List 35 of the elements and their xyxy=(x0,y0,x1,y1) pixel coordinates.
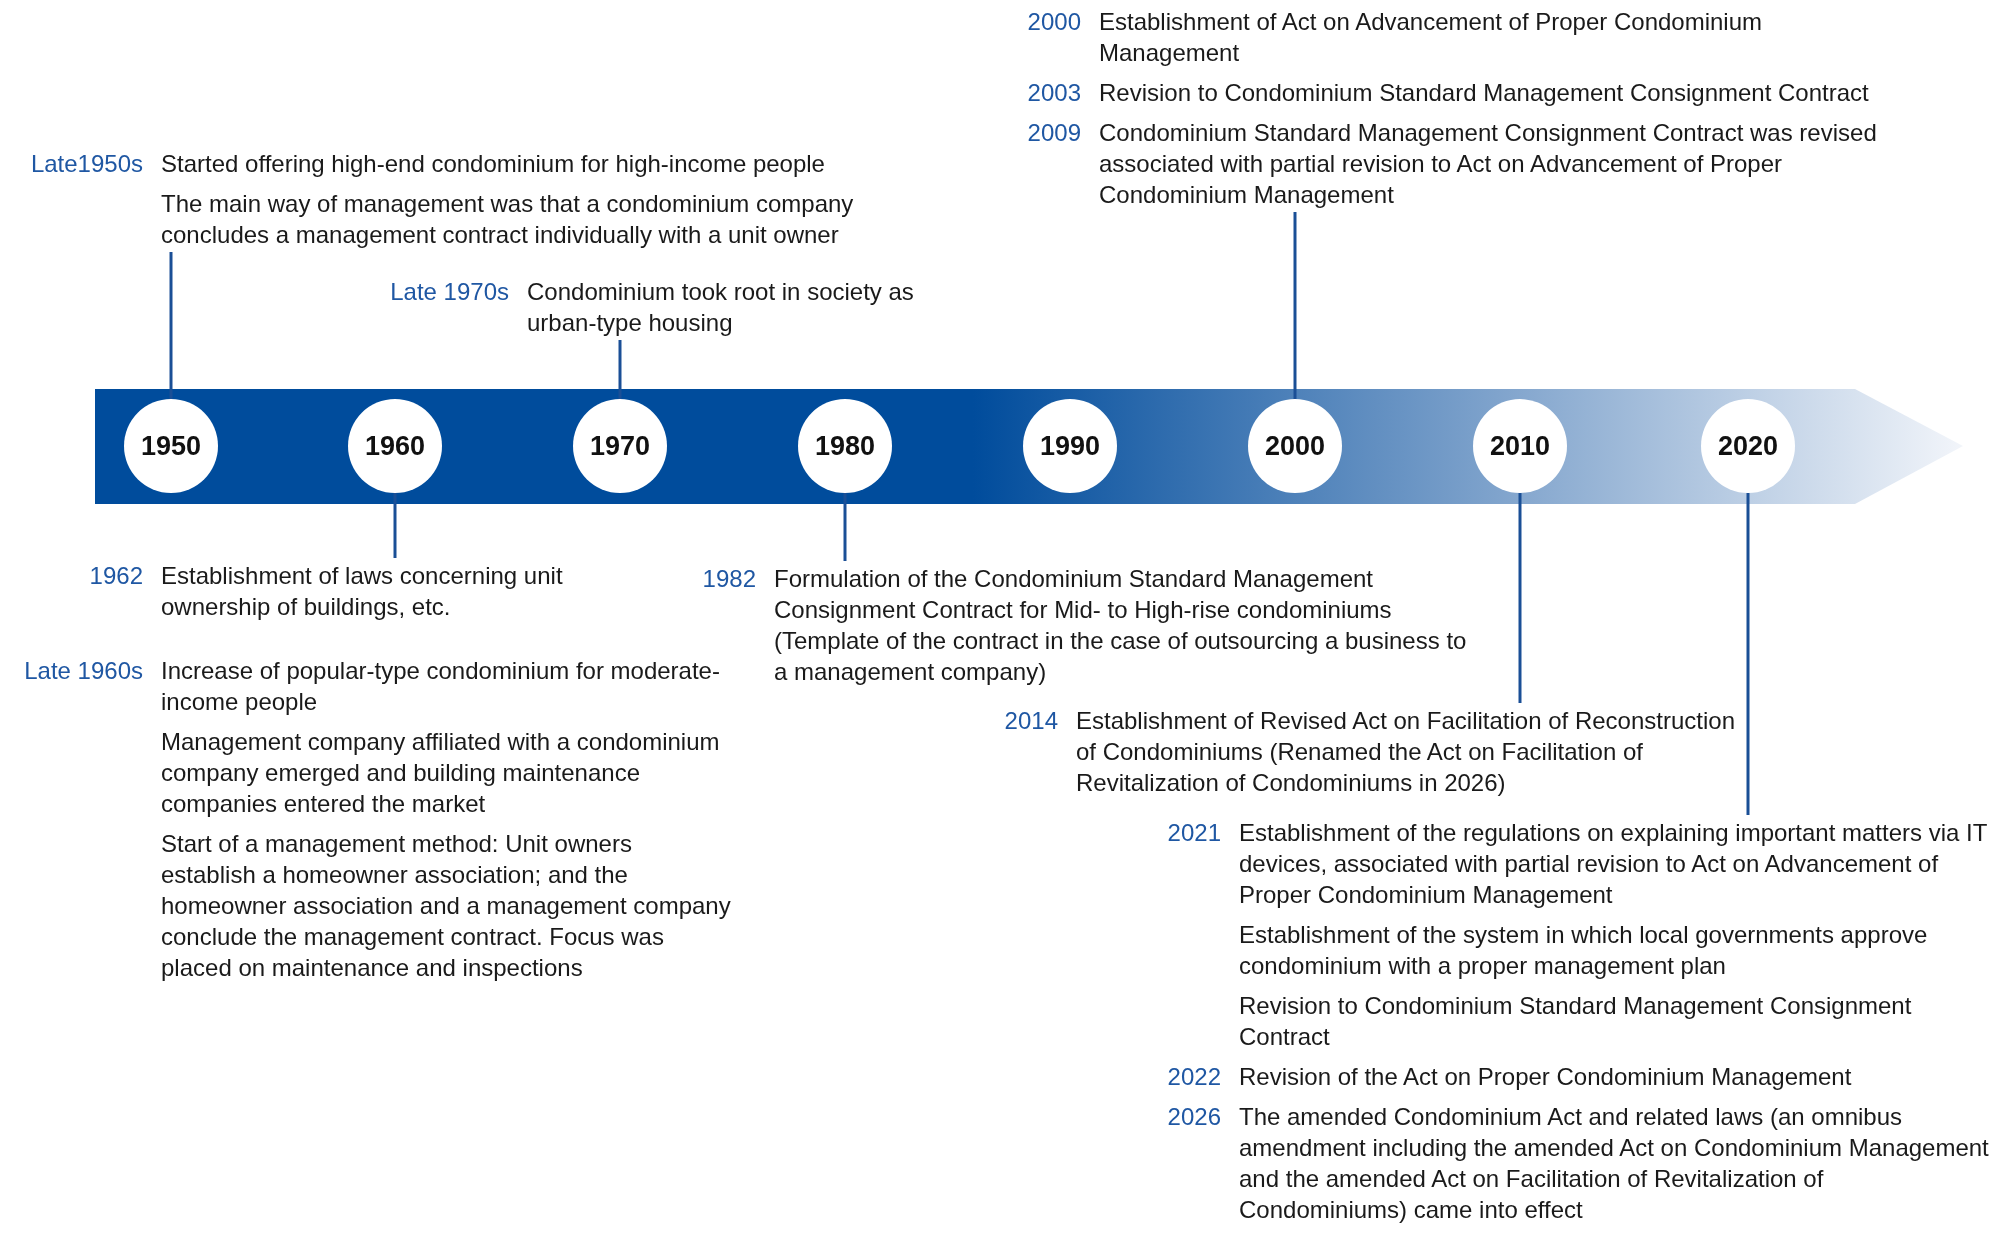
leader-line xyxy=(843,493,847,561)
date-label: 2000 xyxy=(1026,7,1081,37)
event-text: Revision to Condominium Standard Management Consignment Contract xyxy=(1239,991,1913,1052)
event-text: Revision of the Act on Proper Condominium Management xyxy=(1239,1062,1853,1092)
event-text: The main way of management was that a condominium company concludes a management contract individually with a unit owner xyxy=(161,189,855,250)
date-label: 2014 xyxy=(1003,706,1058,736)
date-label: 2026 xyxy=(1166,1102,1221,1132)
leader-line xyxy=(169,252,173,399)
date-label: Late 1960s xyxy=(23,656,143,686)
date-label: 2009 xyxy=(1026,118,1081,148)
event-text: Revision to Condominium Standard Management Consignment Contract xyxy=(1099,78,1870,108)
event-text: Formulation of the Condominium Standard Management Consignment Contract for Mid- to High-rise condominiums (Template of the contract in the case of outsourcing a business to a management company) xyxy=(774,564,1468,687)
leader-line xyxy=(1293,212,1297,399)
event-text: Increase of popular-type condominium for moderate-income people xyxy=(161,656,721,717)
date-label: 1962 xyxy=(88,561,143,591)
leader-line xyxy=(393,493,397,558)
event-text: Establishment of laws concerning unit ownership of buildings, etc. xyxy=(161,561,564,622)
date-label: 2022 xyxy=(1166,1062,1221,1092)
event-text: Condominium took root in society as urban-type housing xyxy=(527,277,915,338)
date-label: Late1950s xyxy=(29,149,143,179)
event-text: Management company affiliated with a condominium company emerged and building maintenance companies entered the market xyxy=(161,727,721,819)
leader-line xyxy=(1746,493,1750,815)
event-text: Start of a management method: Unit owners establish a homeowner association; and the homeowner association and a management company conclude the management contract. Focus was placed on maintenance and inspections xyxy=(161,829,731,983)
date-label: 2003 xyxy=(1026,78,1081,108)
event-text: Establishment of Act on Advancement of Proper Condominium Management xyxy=(1099,7,1764,68)
leader-line xyxy=(618,340,622,399)
event-text: Establishment of the system in which local governments approve condominium with a proper management plan xyxy=(1239,920,1929,981)
event-text: Establishment of Revised Act on Facilitation of Reconstruction of Condominiums (Renamed the Act on Facilitation of Revitalization of Condominiums in 2026) xyxy=(1076,706,1736,798)
date-label: Late 1970s xyxy=(389,277,509,307)
event-text: The amended Condominium Act and related laws (an omnibus amendment including the amended Act on Condominium Management and the amended Act on Facilitation of Revitalization of Condominiums) came into effect xyxy=(1239,1102,1990,1225)
event-text: Establishment of the regulations on explaining important matters via IT devices, associated with partial revision to Act on Advancement of Proper Condominium Management xyxy=(1239,818,1988,910)
event-text: Condominium Standard Management Consignment Contract was revised associated with partial revision to Act on Advancement of Proper Condominium Management xyxy=(1099,118,1878,210)
event-text: Started offering high-end condominium for high-income people xyxy=(161,149,826,179)
date-label: 2021 xyxy=(1166,818,1221,848)
leader-line xyxy=(1518,493,1522,703)
